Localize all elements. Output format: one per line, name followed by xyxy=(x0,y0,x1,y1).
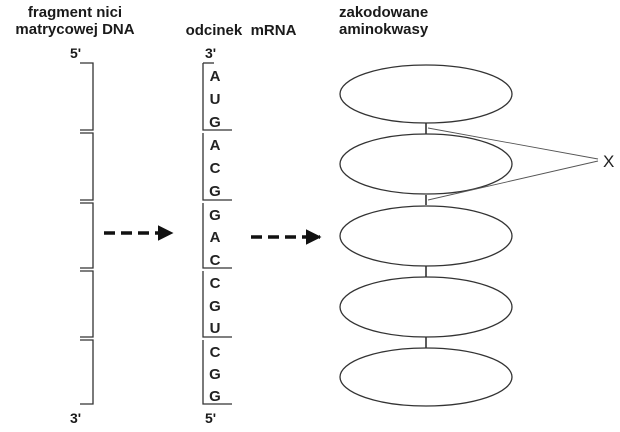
mrna-codon-bracket xyxy=(202,63,232,131)
amino-acids xyxy=(339,64,513,407)
mrna-base: C xyxy=(209,344,221,361)
mrna-base: U xyxy=(209,91,221,108)
amino-header-line-2: aminokwasy xyxy=(339,21,429,38)
mrna-header: odcinek mRNA xyxy=(185,22,297,39)
mrna-codon-bracket xyxy=(202,340,232,405)
dna-strand xyxy=(80,62,94,405)
dna-segment xyxy=(80,132,94,201)
mrna-base: G xyxy=(209,114,221,131)
amino-acids-header: zakodowane aminokwasy xyxy=(339,4,509,38)
dna-segment xyxy=(80,270,94,338)
amino-acid-4 xyxy=(339,276,513,338)
mrna-base: A xyxy=(209,68,221,85)
mrna-base: G xyxy=(209,207,221,224)
amino-acid-2 xyxy=(339,133,513,195)
mrna-bottom-end-label: 5' xyxy=(205,410,217,426)
mrna-base: C xyxy=(209,275,221,292)
dna-header-line-1: fragment nici xyxy=(27,4,123,21)
mrna-base: C xyxy=(209,160,221,177)
mrna-top-end-label: 3' xyxy=(205,45,217,61)
dna-segment xyxy=(80,202,94,269)
dna-header-line-2: matrycowej DNA xyxy=(15,21,135,38)
mrna-codon-bracket xyxy=(202,271,232,338)
mrna-base: A xyxy=(209,137,221,154)
amino-acid-1 xyxy=(339,64,513,124)
dna-top-end-label: 5' xyxy=(70,45,82,61)
x-pointer-lines xyxy=(427,127,599,201)
mrna-base: G xyxy=(209,388,221,405)
mrna-base: U xyxy=(209,320,221,337)
dna-bottom-end-label: 3' xyxy=(70,410,82,426)
amino-header-line-1: zakodowane xyxy=(339,4,429,21)
mrna-strand xyxy=(202,62,232,405)
peptide-bond-x-label: X xyxy=(603,152,615,171)
mrna-base: G xyxy=(209,366,221,383)
amino-acid-3 xyxy=(339,205,513,267)
amino-acid-5 xyxy=(339,347,513,407)
mrna-codon-bracket xyxy=(202,133,232,201)
mrna-codon-bracket xyxy=(202,203,232,269)
mrna-base: G xyxy=(209,298,221,315)
mrna-base: G xyxy=(209,183,221,200)
mrna-base: A xyxy=(209,229,221,246)
dna-segment xyxy=(80,339,94,405)
mrna-base: C xyxy=(209,252,221,269)
dna-strand-header: fragment nici matrycowej DNA xyxy=(0,4,150,38)
dna-segment xyxy=(80,62,94,131)
